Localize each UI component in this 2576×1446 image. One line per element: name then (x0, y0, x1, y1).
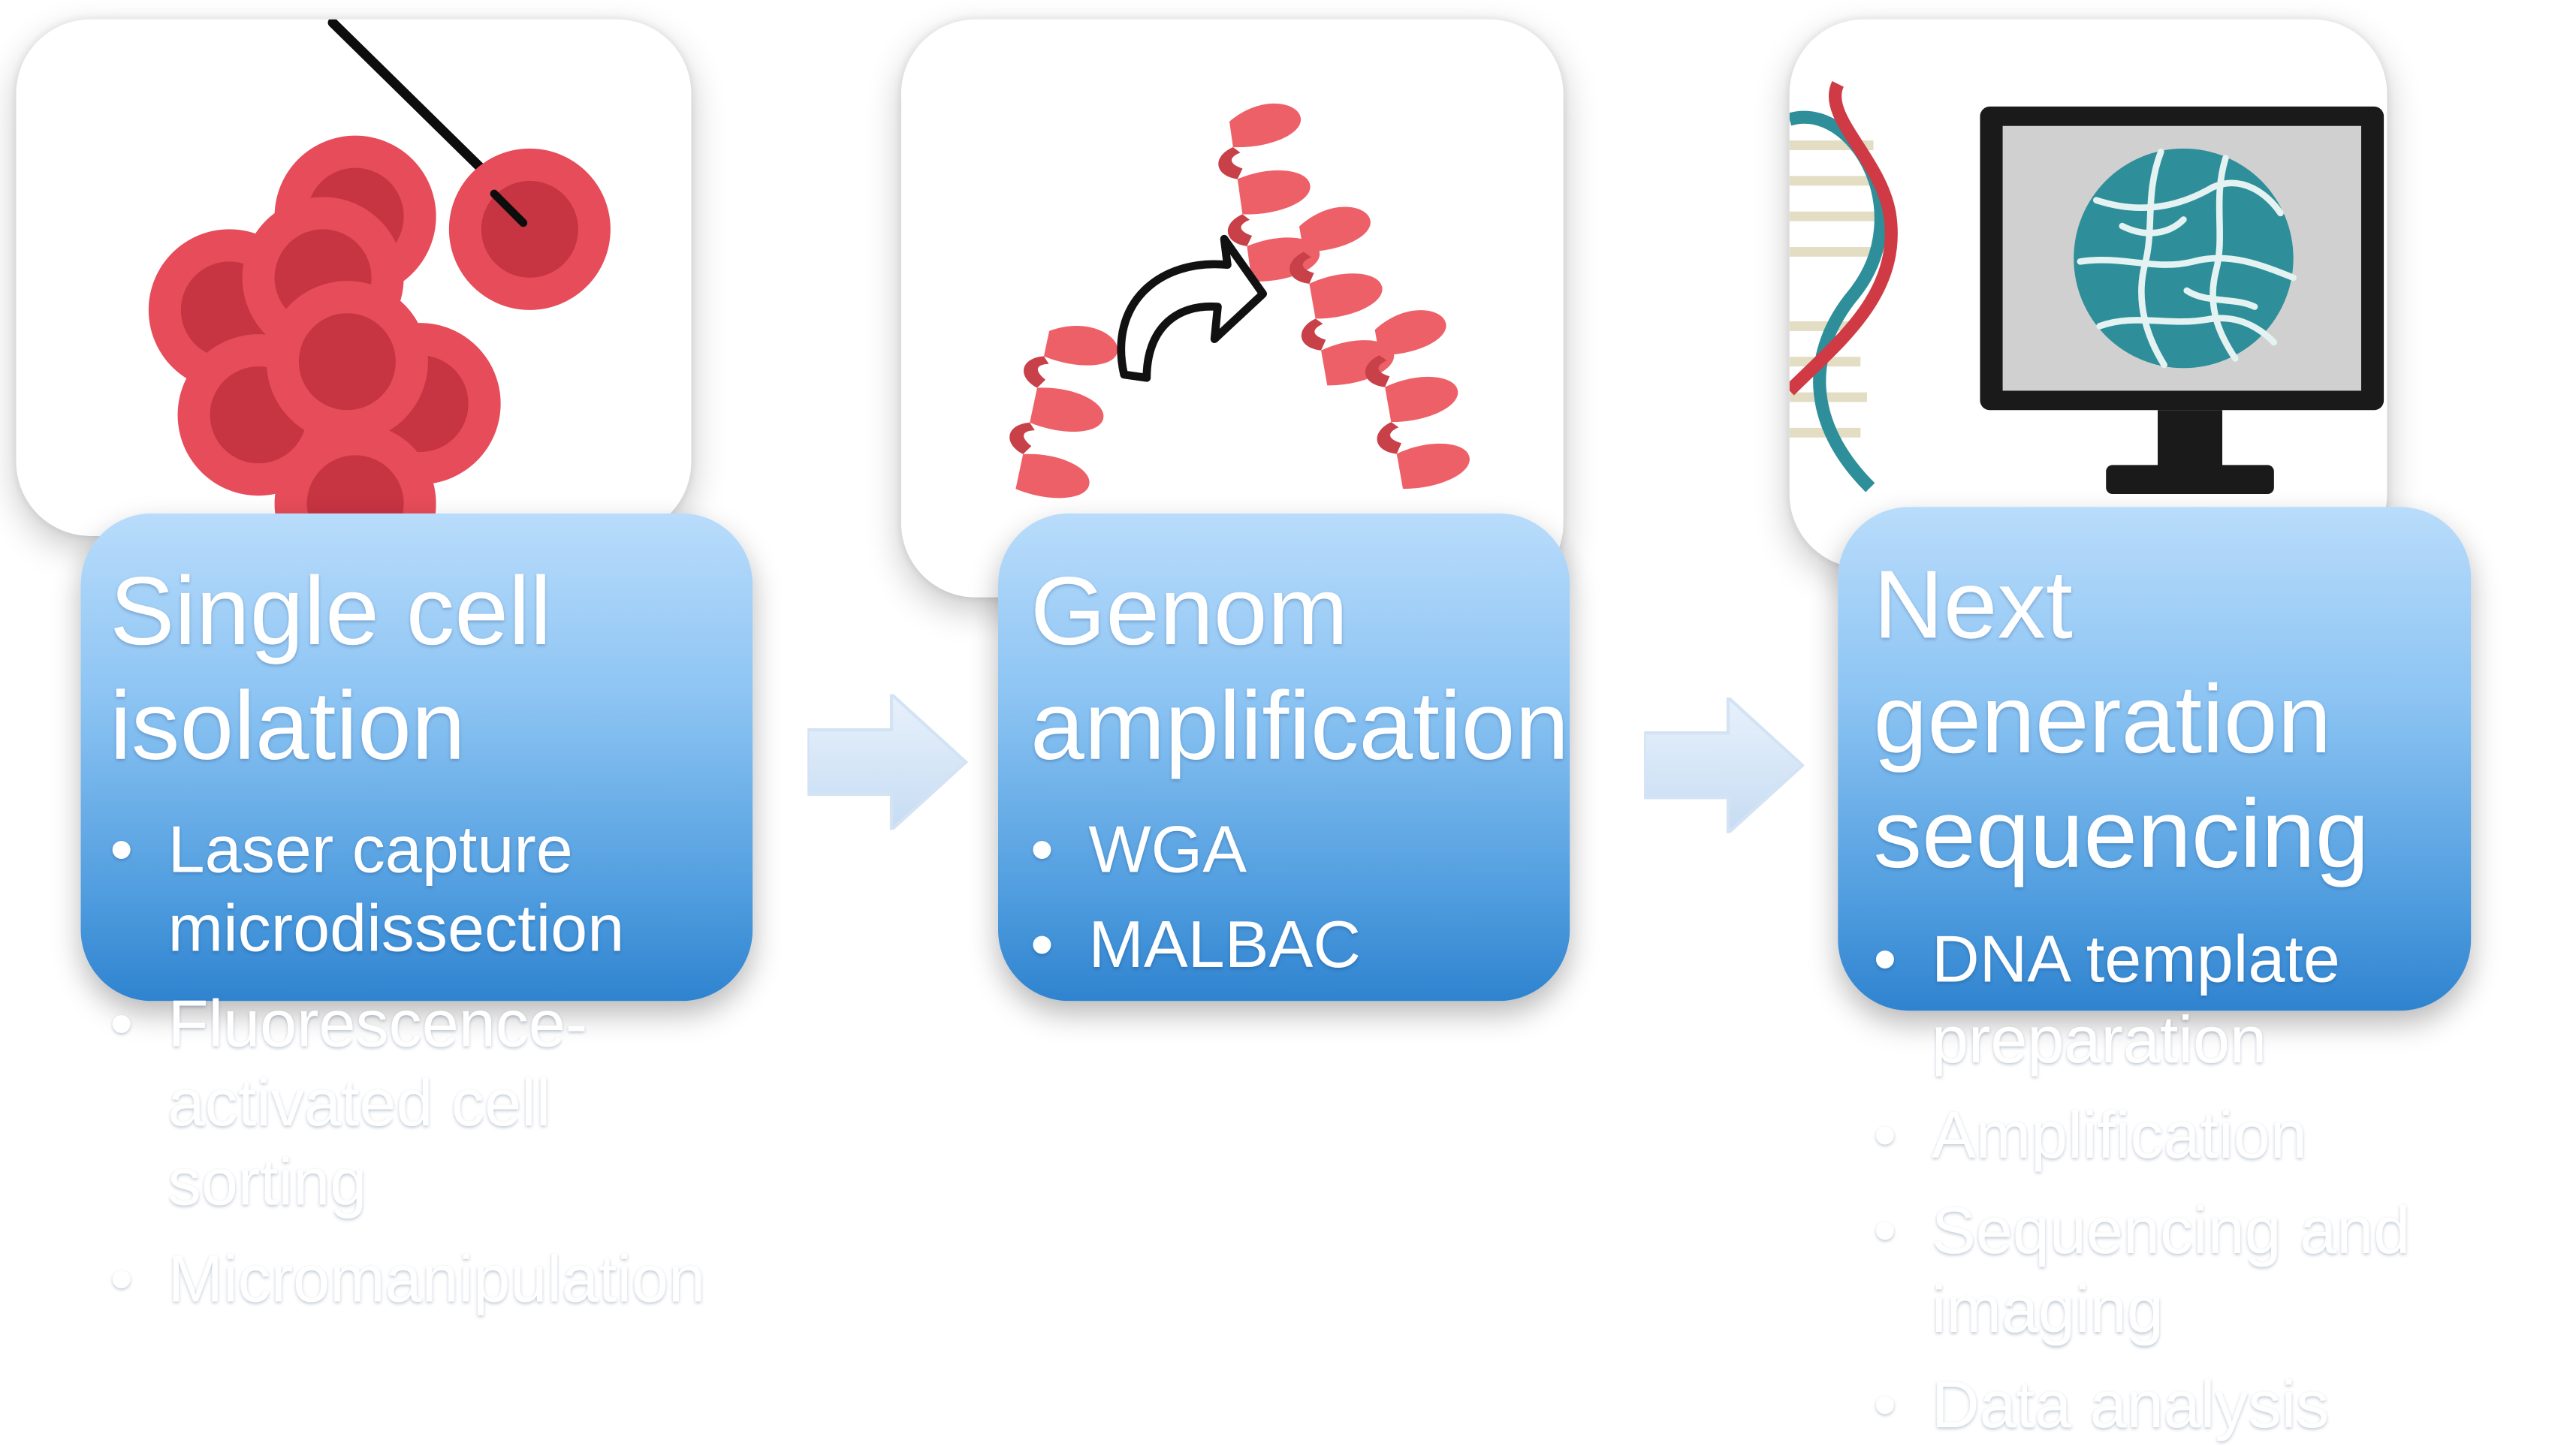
sequencing-illustration (1789, 19, 2387, 568)
dna-helix-monitor-icon (1789, 80, 2384, 495)
list-item: Amplification (1874, 1096, 2449, 1176)
list-item: MALBAC (1030, 905, 1547, 985)
flow-arrow-1 (807, 694, 969, 830)
step-title: Single cell isolation (110, 556, 552, 780)
list-item: WGA (1030, 810, 1547, 890)
genome-amplification-illustration (900, 19, 1564, 598)
step-box-single-cell-isolation: Single cell isolation Laser capture micr… (80, 513, 753, 1319)
list-item: DNA template preparation (1874, 921, 2449, 1080)
list-item: Data analysis (1874, 1366, 2449, 1446)
list-item: Micromanipulation (110, 1240, 730, 1319)
diagram-canvas: Single cell isolation Laser capture micr… (0, 0, 2576, 1038)
step-items: WGA MALBAC (1030, 810, 1547, 985)
dna-fragments-icon (998, 99, 1474, 506)
list-item: Fluorescence-activated cell sorting (110, 985, 730, 1223)
step-title: Genom amplification (1030, 556, 1570, 780)
step-items: DNA template preparation Amplification S… (1874, 921, 2449, 1446)
step-box-next-generation-sequencing: Next generation sequencing DNA template … (1838, 507, 2472, 1446)
cell-isolation-illustration (16, 19, 692, 536)
flow-arrow-2 (1644, 697, 1805, 833)
step-items: Laser capture microdissection Fluorescen… (110, 810, 730, 1319)
list-item: Laser capture microdissection (110, 810, 730, 969)
list-item: Sequencing and imaging (1874, 1191, 2449, 1351)
step-title: Next generation sequencing (1873, 550, 2369, 887)
blood-cells-icon (148, 19, 611, 536)
step-box-genome-amplification: Genom amplification WGA MALBAC (997, 513, 1570, 1002)
